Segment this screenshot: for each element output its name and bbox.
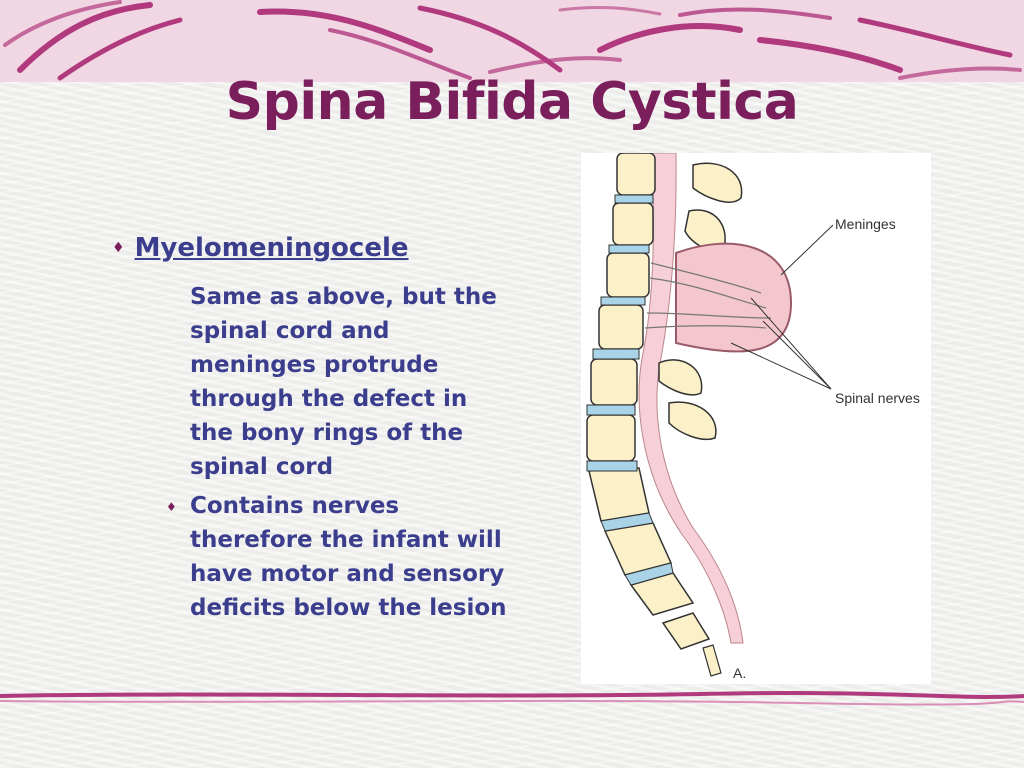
decorative-bottom-rule: [0, 691, 1024, 706]
spinal-nerve-lines: [644, 262, 772, 329]
decorative-top-band: [0, 0, 1024, 82]
bullet-heading: Myelomeningocele: [134, 233, 409, 263]
main-bullet: ♦ Myelomeningocele: [112, 233, 409, 263]
meninges-label: Meninges: [835, 216, 896, 232]
panel-label: A.: [733, 665, 746, 681]
diamond-bullet-icon: ♦: [112, 240, 125, 256]
intervertebral-discs: [586, 194, 674, 586]
diamond-sub-bullet-icon: ♦: [166, 500, 177, 514]
spinal-nerves-label: Spinal nerves: [835, 390, 920, 406]
swirl-decoration: [3, 0, 1022, 81]
sub-bullet-text: Contains nerves therefore the infant wil…: [190, 493, 507, 621]
bullet-description: Same as above, but the spinal cord and m…: [190, 284, 497, 480]
myelomeningocele-illustration: Meninges Spinal nerves A.: [586, 152, 920, 681]
spine-diagram: Meninges Spinal nerves A.: [581, 152, 931, 684]
vertebral-arches: [658, 162, 743, 440]
slide-title: Spina Bifida Cystica: [225, 72, 799, 132]
